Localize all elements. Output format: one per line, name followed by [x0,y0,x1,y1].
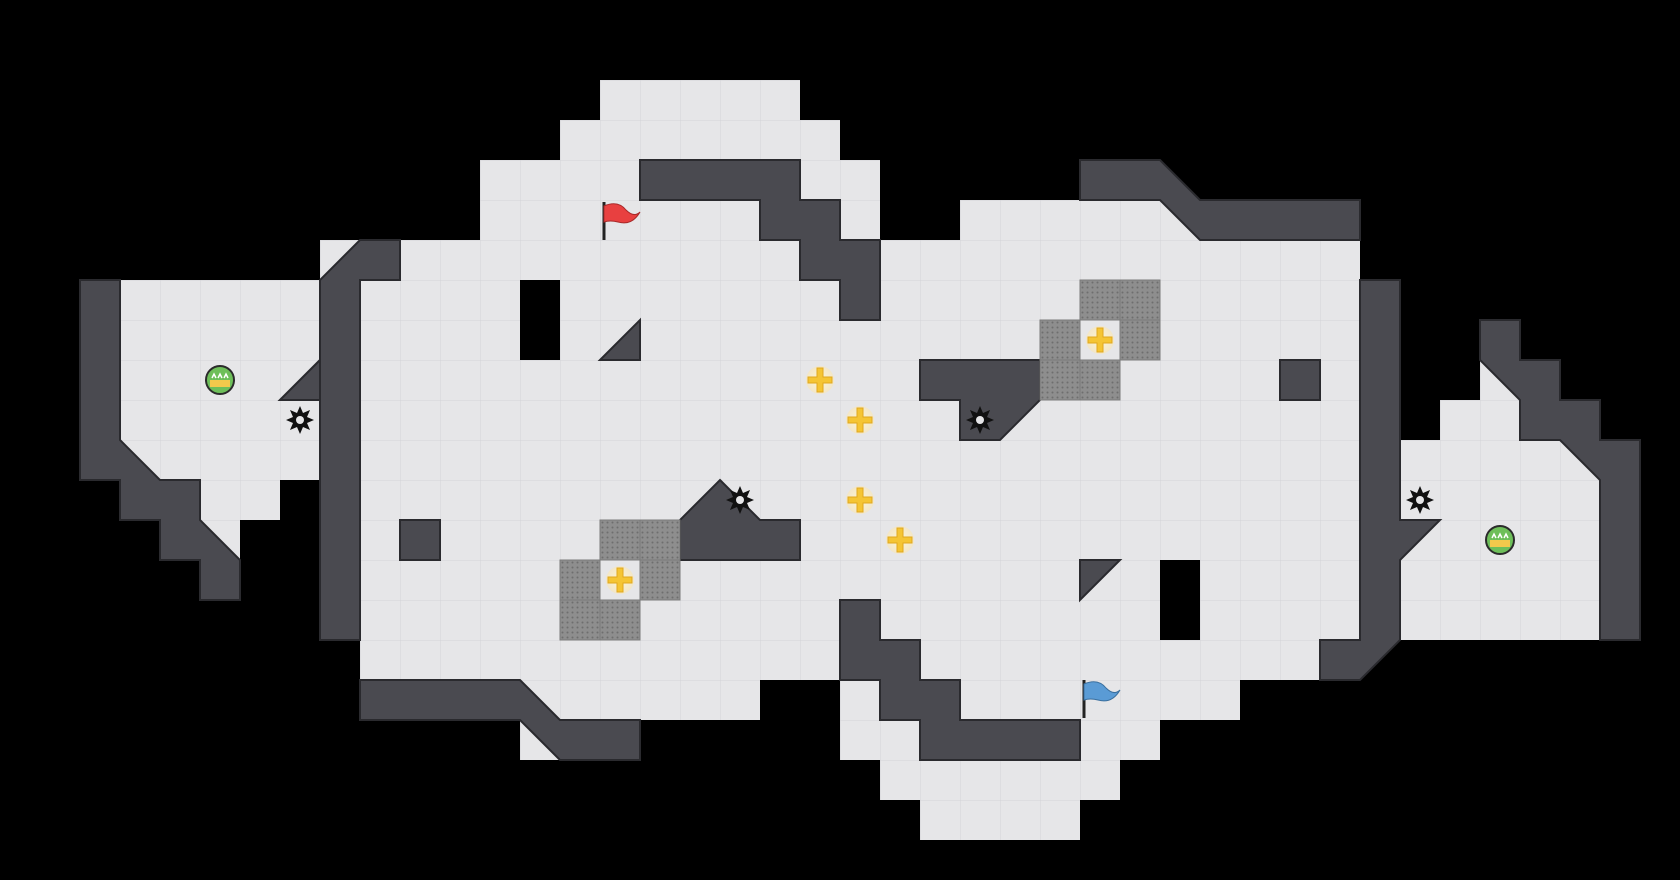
powerup-icon[interactable] [205,365,235,395]
gate-tiles-east [1039,279,1161,401]
wall-layer [79,159,1641,761]
gate-tiles-west [559,519,681,641]
boost-icon[interactable] [606,566,634,594]
spikes [286,406,1434,514]
boost-icon[interactable] [1086,326,1114,354]
boost-icon[interactable] [806,366,834,394]
spike-icon [966,406,994,434]
spike-icon [1406,486,1434,514]
blue-flag-icon[interactable] [1082,680,1121,718]
spike-icon [726,486,754,514]
boost-icon[interactable] [846,486,874,514]
boost-icon[interactable] [846,406,874,434]
powerups[interactable] [205,365,1515,555]
red-flag-icon[interactable] [602,202,641,240]
boosts[interactable] [606,326,1114,594]
boost-icon[interactable] [886,526,914,554]
powerup-icon[interactable] [1485,525,1515,555]
spike-icon [286,406,314,434]
